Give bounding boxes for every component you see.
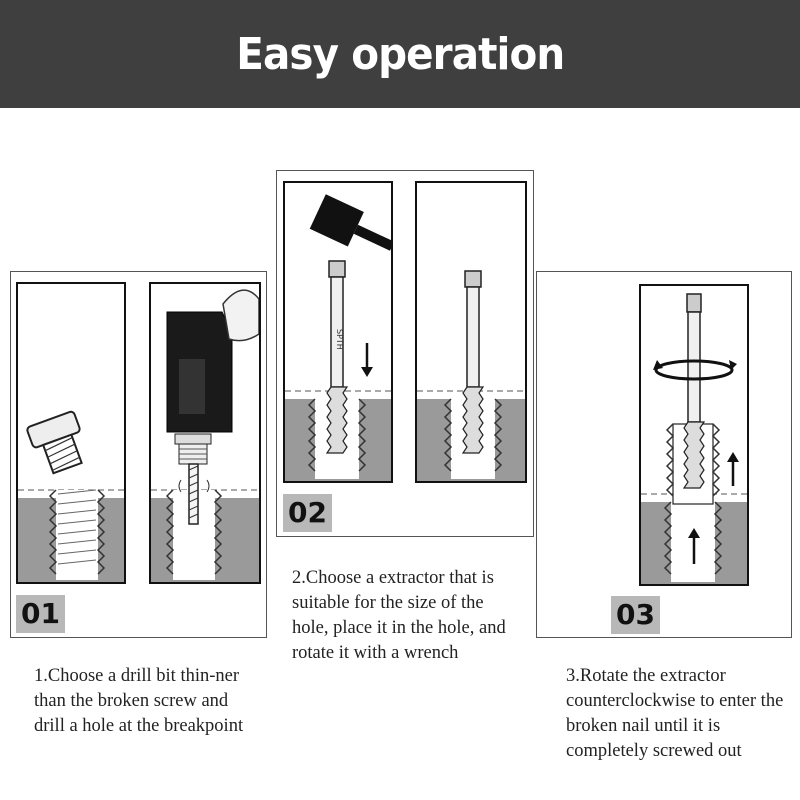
step-2-caption: 2.Choose a extractor that is suitable fo… [292, 568, 506, 663]
step-3-panel-extracting [639, 284, 749, 586]
step-1-card: 01 [10, 271, 267, 638]
step-3-card: 03 [536, 271, 792, 638]
step-1-panel-broken-screw [16, 282, 126, 584]
step-1-panel-drilling [149, 282, 261, 584]
step-1-number: 01 [16, 595, 65, 633]
header-banner: Easy operation [0, 0, 800, 108]
step-2-number: 02 [283, 494, 332, 532]
step-2-panel-hammer-in: SPTH [283, 181, 393, 483]
svg-text:SPTH: SPTH [335, 329, 344, 350]
step-1-caption: 1.Choose a drill bit thin-ner than the b… [34, 666, 244, 736]
step-3-caption: 3.Rotate the extractor counterclockwise … [566, 666, 784, 761]
step-2-card: SPTH 02 [276, 170, 534, 537]
step-2-panel-inserted [415, 181, 527, 483]
page-title: Easy operation [235, 28, 565, 80]
step-3-number: 03 [611, 596, 660, 634]
